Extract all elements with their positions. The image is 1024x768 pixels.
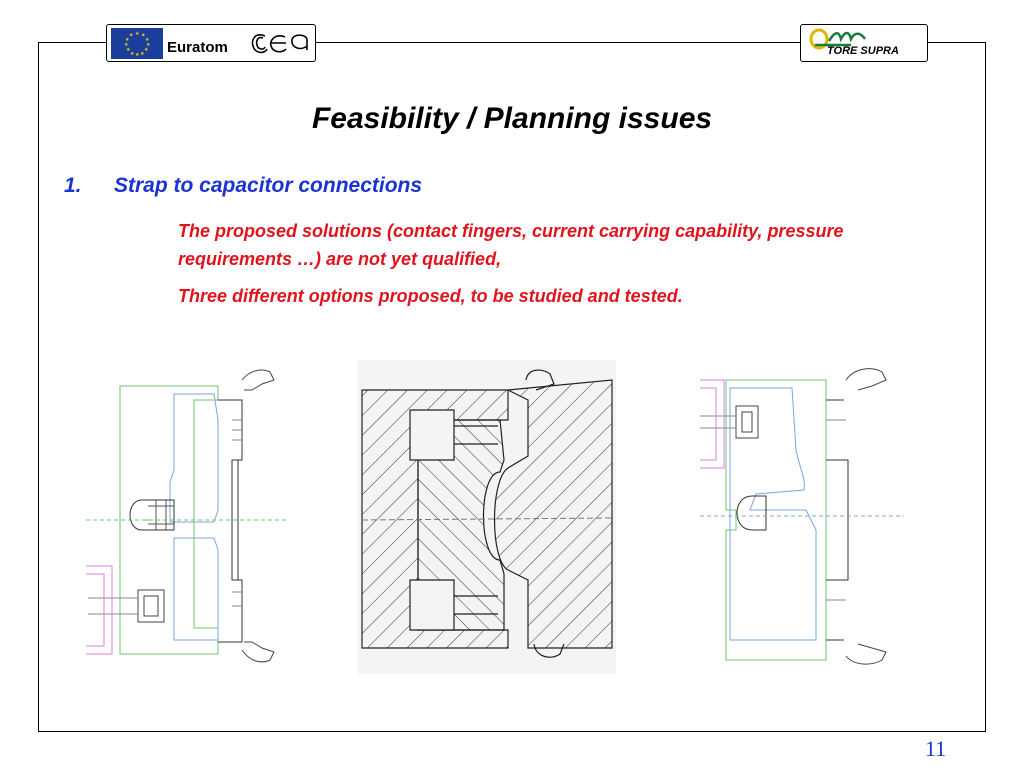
svg-text:★: ★ — [140, 51, 145, 57]
eu-flag-icon: ★ ★ ★ ★ ★ ★ ★ ★ ★ ★ ★ ★ — [111, 28, 163, 59]
svg-text:★: ★ — [144, 47, 149, 53]
svg-text:★: ★ — [130, 51, 135, 57]
tore-supra-logo-icon — [805, 27, 875, 51]
euratom-cea-logo: ★ ★ ★ ★ ★ ★ ★ ★ ★ ★ ★ ★ Euratom — [106, 24, 316, 62]
svg-text:★: ★ — [135, 31, 140, 37]
euratom-label: Euratom — [167, 39, 228, 56]
svg-text:★: ★ — [125, 37, 130, 43]
svg-text:★: ★ — [126, 47, 131, 53]
tore-supra-label: TORE SUPRA — [827, 45, 899, 57]
svg-text:★: ★ — [141, 33, 146, 39]
slide-title: Feasibility / Planning issues — [311, 102, 713, 135]
page-number: 11 — [925, 736, 947, 761]
tore-supra-logo: TORE SUPRA — [800, 24, 928, 62]
list-item-heading: Strap to capacitor connections — [114, 174, 423, 197]
technical-drawing-option-2 — [358, 360, 616, 674]
technical-drawing-option-3 — [696, 360, 908, 670]
slide-frame — [38, 42, 986, 732]
list-item-number: 1. — [64, 174, 82, 197]
svg-text:★: ★ — [124, 42, 129, 48]
svg-text:★: ★ — [135, 52, 140, 58]
technical-drawing-option-1 — [82, 360, 292, 670]
bullet-point-options: Three different options proposed, to be … — [178, 286, 683, 306]
bullet-point-qualification: The proposed solutions (contact fingers,… — [178, 221, 844, 269]
svg-text:★: ★ — [145, 37, 150, 43]
svg-text:★: ★ — [146, 42, 151, 48]
svg-text:★: ★ — [129, 33, 134, 39]
cea-logo-icon — [249, 28, 313, 58]
